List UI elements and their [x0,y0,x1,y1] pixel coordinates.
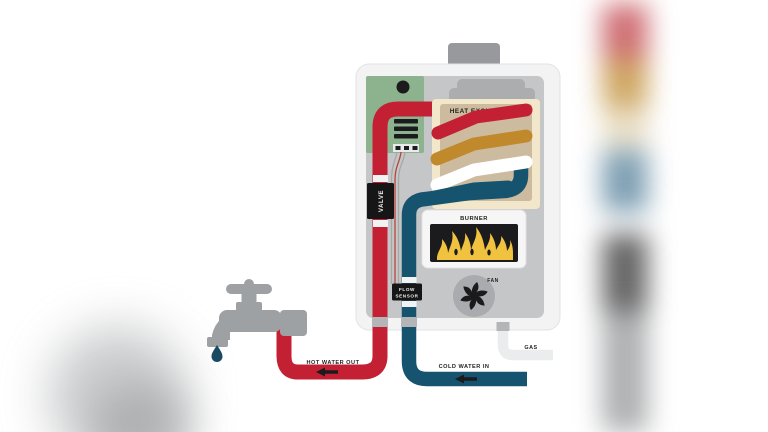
cold-water-in-label: COLD WATER IN [439,364,490,370]
connector-pins [395,146,418,150]
hot-water-pipe [276,101,460,380]
flow-arrow-hot-icon [316,367,338,377]
fan-assembly: FAN [453,275,499,317]
gas-label: GAS [524,345,537,351]
burner-assembly: BURNER [421,209,527,269]
pipe-couplings [372,317,510,331]
fan-label: FAN [487,278,499,284]
faucet-icon [207,279,307,347]
faucet-spout [212,311,243,340]
flow-sensor-tag: FLOW SENSOR [392,277,422,307]
cold-water-pipe [401,167,529,387]
faucet-nozzle [207,337,228,347]
valve-label: VALVE [379,190,385,212]
fan-icon [460,282,488,310]
indicator-led [396,80,410,94]
faucet-collar [236,302,262,311]
faucet-elbow [280,310,307,336]
board-vents [394,119,418,139]
gas-pipe-coupling [496,322,510,331]
valve-box [367,183,394,219]
coil-blue [428,180,515,204]
flame-gaps [454,248,491,256]
faucet-handle-knob [244,279,254,295]
coil-white [430,155,533,192]
right-blur-decoration [602,0,654,432]
valve-tag: VALVE [367,175,394,227]
water-drip-icon [211,345,223,362]
sensor-wires [390,151,406,284]
cold-pipe-coupling [401,317,417,327]
flow-sensor-label-line2: SENSOR [395,294,418,299]
burner-label: BURNER [460,216,488,222]
heat-exchanger-coils [428,103,533,204]
flow-arrow-cold-icon [455,374,477,384]
hot-pipe-coupling [372,317,388,327]
flow-sensor-box [392,283,422,301]
gas-pipe [497,322,553,361]
hot-water-out-label: HOT WATER OUT [306,360,359,366]
coil-red [431,103,533,140]
coil-gold [430,129,533,166]
flow-sensor-label-line1: FLOW [399,287,415,292]
